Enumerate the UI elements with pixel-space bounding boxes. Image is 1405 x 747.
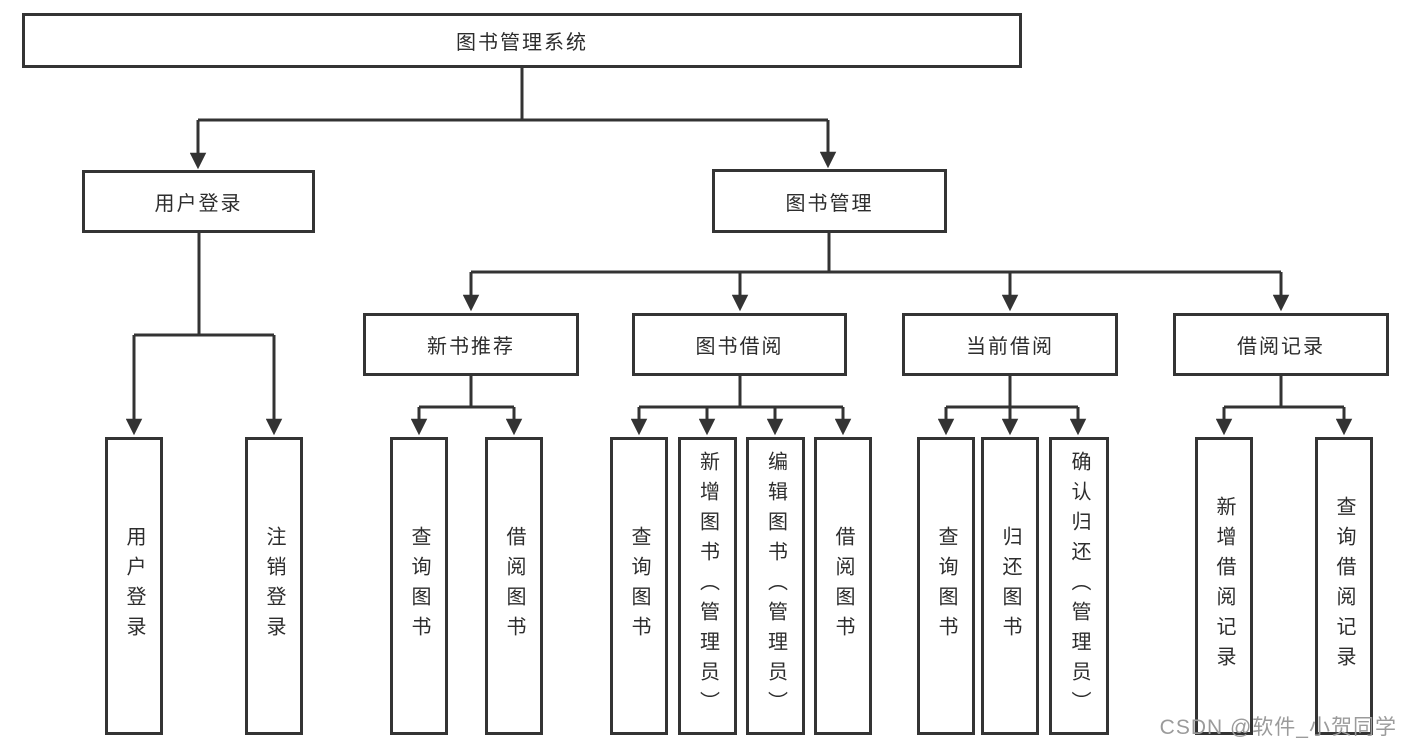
node-user-login-leaf-label: 用户登录 bbox=[123, 526, 145, 646]
node-new-book-recommend-label: 新书推荐 bbox=[427, 336, 515, 358]
node-logout-label: 注销登录 bbox=[263, 526, 285, 646]
node-user-login: 用户登录 bbox=[82, 170, 315, 233]
watermark: CSDN @软件_小贺同学 bbox=[1159, 716, 1397, 739]
node-bb-edit-book-admin: 编辑图书（管理员） bbox=[746, 437, 805, 735]
node-br-add-record-label: 新增借阅记录 bbox=[1213, 496, 1235, 676]
node-borrow-records-label: 借阅记录 bbox=[1237, 336, 1325, 358]
node-bb-query-book-label: 查询图书 bbox=[628, 526, 650, 646]
node-cb-confirm-return-admin-label: 确认归还（管理员） bbox=[1068, 451, 1090, 721]
node-book-management-label: 图书管理 bbox=[785, 192, 874, 215]
node-br-query-record-label: 查询借阅记录 bbox=[1333, 496, 1355, 676]
node-book-management: 图书管理 bbox=[712, 169, 947, 233]
node-cb-return-book: 归还图书 bbox=[981, 437, 1039, 735]
node-bb-query-book: 查询图书 bbox=[610, 437, 668, 735]
node-new-book-recommend: 新书推荐 bbox=[363, 313, 579, 376]
node-book-borrow: 图书借阅 bbox=[632, 313, 847, 376]
node-cb-confirm-return-admin: 确认归还（管理员） bbox=[1049, 437, 1109, 735]
node-br-add-record: 新增借阅记录 bbox=[1195, 437, 1253, 735]
node-root-label: 图书管理系统 bbox=[456, 32, 588, 54]
node-bb-borrow-book-label: 借阅图书 bbox=[832, 526, 854, 646]
node-book-borrow-label: 图书借阅 bbox=[695, 336, 784, 358]
node-current-borrow: 当前借阅 bbox=[902, 313, 1118, 376]
node-br-query-record: 查询借阅记录 bbox=[1315, 437, 1373, 735]
node-cb-query-book-label: 查询图书 bbox=[935, 526, 957, 646]
node-cb-return-book-label: 归还图书 bbox=[999, 526, 1021, 646]
node-root: 图书管理系统 bbox=[22, 13, 1022, 68]
node-cb-query-book: 查询图书 bbox=[917, 437, 975, 735]
node-user-login-label: 用户登录 bbox=[154, 193, 243, 215]
node-bb-add-book-admin-label: 新增图书（管理员） bbox=[696, 451, 719, 721]
node-nbr-borrow-book: 借阅图书 bbox=[485, 437, 543, 735]
node-current-borrow-label: 当前借阅 bbox=[966, 336, 1054, 358]
node-bb-borrow-book: 借阅图书 bbox=[814, 437, 872, 735]
node-user-login-leaf: 用户登录 bbox=[105, 437, 163, 735]
node-nbr-borrow-book-label: 借阅图书 bbox=[503, 526, 525, 646]
node-bb-edit-book-admin-label: 编辑图书（管理员） bbox=[764, 451, 787, 721]
node-nbr-query-book: 查询图书 bbox=[390, 437, 448, 735]
node-bb-add-book-admin: 新增图书（管理员） bbox=[678, 437, 737, 735]
node-logout: 注销登录 bbox=[245, 437, 303, 735]
node-borrow-records: 借阅记录 bbox=[1173, 313, 1389, 376]
node-nbr-query-book-label: 查询图书 bbox=[408, 526, 430, 646]
